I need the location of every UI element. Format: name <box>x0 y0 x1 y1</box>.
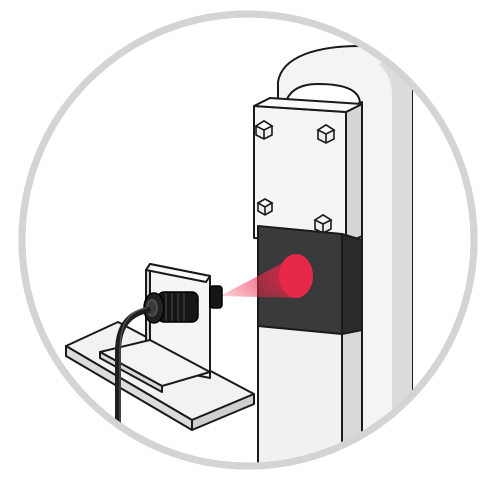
sensor-lens <box>210 286 222 308</box>
plate-side <box>346 104 362 244</box>
bolt-icon <box>256 121 272 139</box>
mounting-plate <box>254 98 362 244</box>
beam-spot <box>279 254 313 298</box>
bolt-icon <box>318 125 334 143</box>
bolt-icon <box>315 215 331 233</box>
bolt-icon <box>258 199 272 215</box>
tape-side <box>342 234 362 334</box>
